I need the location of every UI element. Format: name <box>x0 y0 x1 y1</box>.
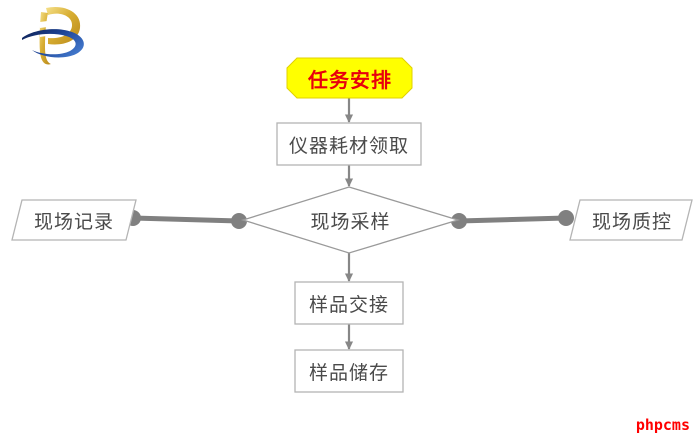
node-on-site-quality-control[interactable] <box>569 199 693 241</box>
node-on-site-record[interactable] <box>11 199 137 241</box>
connector-dot-diamond-left <box>231 213 247 229</box>
watermark-text: phpcms <box>635 416 690 434</box>
node-sample-storage[interactable] <box>294 349 404 393</box>
node-on-site-sampling[interactable] <box>240 186 461 254</box>
company-logo-icon <box>22 6 84 65</box>
node-sample-handover[interactable] <box>294 281 404 325</box>
node-instrument-consumable-collection[interactable] <box>276 122 422 166</box>
connector-dot-qc <box>558 210 574 226</box>
edge-sampling-to-qc <box>458 215 567 224</box>
edge-sampling-to-record <box>132 215 240 224</box>
node-task-arrangement[interactable] <box>286 57 413 99</box>
connector-dot-diamond-right <box>451 213 467 229</box>
